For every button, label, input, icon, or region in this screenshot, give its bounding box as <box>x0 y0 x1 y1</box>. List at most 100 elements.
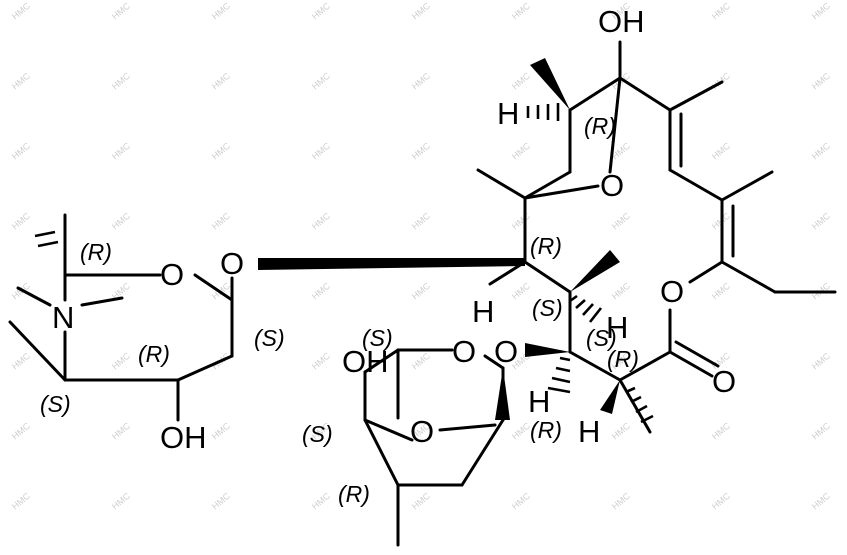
watermark-text: HMC <box>610 490 633 511</box>
watermark-text: HMC <box>810 350 833 371</box>
atom-o-ring-bottom: O <box>410 414 434 449</box>
bond <box>363 418 400 487</box>
watermark-text: HMC <box>710 0 733 21</box>
watermark-text: HMC <box>510 420 533 441</box>
stereo-descriptor: (S) <box>532 295 563 321</box>
bond <box>8 320 67 382</box>
watermark-text: HMC <box>410 490 433 511</box>
bond <box>523 170 572 200</box>
atom-h-mid-left: H <box>472 294 494 329</box>
watermark-text: HMC <box>510 140 533 161</box>
watermark-text: HMC <box>410 210 433 231</box>
watermark-text: HMC <box>310 70 333 91</box>
bond <box>688 260 724 284</box>
watermark-text: HMC <box>310 140 333 161</box>
watermark-text: HMC <box>810 210 833 231</box>
watermark-text: HMC <box>510 70 533 91</box>
bond <box>523 260 572 294</box>
atom-h-bottom2: H <box>578 414 600 449</box>
hashed-bond <box>625 386 654 424</box>
hashed-bond <box>547 356 571 394</box>
watermark-text: HMC <box>810 0 833 21</box>
stereo-descriptor: (R) <box>530 417 562 443</box>
bond <box>720 170 774 202</box>
atom-oh-sugar-left: OH <box>160 420 207 455</box>
watermark-text: HMC <box>510 280 533 301</box>
watermark-text: HMC <box>510 0 533 21</box>
stereo-descriptor: (R) <box>138 341 170 367</box>
bond <box>568 350 622 382</box>
watermark-text: HMC <box>710 280 733 301</box>
watermark-text: HMC <box>610 420 633 441</box>
stereo-descriptor: (S) <box>254 325 285 351</box>
watermark-text: HMC <box>410 350 433 371</box>
atom-o-glyco-right: O <box>494 334 518 369</box>
bond <box>618 378 652 434</box>
watermark-text: HMC <box>510 490 533 511</box>
watermark-text: HMC <box>110 70 133 91</box>
watermark-text: HMC <box>210 0 233 21</box>
stereo-descriptor: (S) <box>302 421 333 447</box>
atom-h-bottom1: H <box>528 384 550 419</box>
watermark-text: HMC <box>710 490 733 511</box>
wedge-bond <box>495 368 510 420</box>
watermark-text: HMC <box>810 140 833 161</box>
bond <box>80 296 124 307</box>
hash-layer <box>34 103 654 424</box>
watermark-text: HMC <box>810 490 833 511</box>
watermark-text: HMC <box>310 210 333 231</box>
wedge-bond <box>530 58 570 110</box>
bond <box>16 286 52 307</box>
watermark-text: HMC <box>310 350 333 371</box>
atom-h-right: H <box>606 310 628 345</box>
watermark-text: HMC <box>110 420 133 441</box>
watermark-text: HMC <box>10 210 33 231</box>
bond <box>720 260 777 294</box>
bond <box>438 423 497 432</box>
watermark-text: HMC <box>810 420 833 441</box>
watermark-text: HMC <box>10 140 33 161</box>
atom-labels: OH H O O O N OH H O H O O OH O H H O <box>52 4 736 455</box>
watermark-text: HMC <box>10 420 33 441</box>
wedge-layer <box>258 58 620 420</box>
bond <box>668 350 714 378</box>
bond <box>618 76 672 112</box>
stereo-descriptor: (R) <box>530 233 562 259</box>
bond <box>568 76 622 112</box>
watermark-text: HMC <box>610 210 633 231</box>
stereo-descriptor: (S) <box>40 391 71 417</box>
bond <box>460 418 505 487</box>
wedge-bond <box>570 250 620 292</box>
watermark-text: HMC <box>410 280 433 301</box>
stereo-labels: (R) (R) (S) (R) (S) (R) (S) (S) (S) (R) … <box>40 113 639 507</box>
bond <box>618 350 672 382</box>
watermark-text: HMC <box>410 140 433 161</box>
watermark-text: HMC <box>410 70 433 91</box>
watermark-text: HMC <box>610 280 633 301</box>
atom-n-amine: N <box>52 300 74 335</box>
watermark-text: HMC <box>310 490 333 511</box>
wedge-bond <box>258 258 525 270</box>
watermark-text: HMC <box>310 280 333 301</box>
stereo-descriptor: (S) <box>586 325 617 351</box>
atom-o-ring-left: O <box>160 257 184 292</box>
hashed-bond <box>526 103 560 121</box>
watermark-text: HMC <box>210 490 233 511</box>
stereo-descriptor: (R) <box>584 113 616 139</box>
hashed-bond <box>569 294 603 323</box>
stereo-descriptor: (S) <box>362 325 393 351</box>
stereo-descriptor: (R) <box>80 239 112 265</box>
wedge-bond <box>600 380 620 414</box>
hashed-bond <box>34 230 59 248</box>
watermark-text: HMC <box>810 70 833 91</box>
bond <box>668 168 724 202</box>
watermark-text: HMC <box>110 0 133 21</box>
bond <box>476 168 527 200</box>
watermark-text: HMC <box>410 0 433 21</box>
bond <box>363 418 414 442</box>
watermark-text: HMC <box>310 0 333 21</box>
wedge-bond <box>525 343 570 357</box>
watermark-text: HMC <box>110 350 133 371</box>
watermark-text: HMC <box>110 140 133 161</box>
